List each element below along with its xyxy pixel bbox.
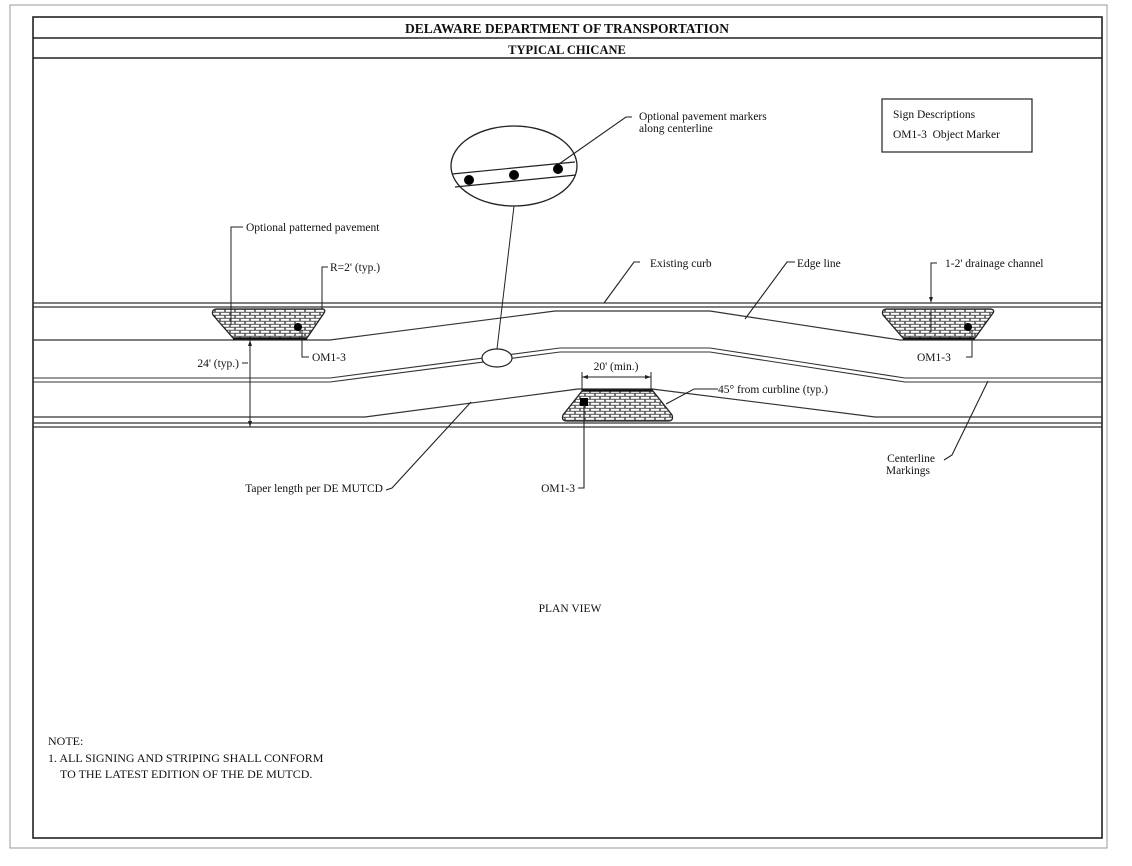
object-marker-left: [294, 323, 302, 331]
leader-line: [744, 261, 795, 320]
pavement-marker-dot: [464, 175, 474, 185]
callout-om1-3-center: OM1-3: [541, 483, 575, 495]
pavement-marker-detail: [450, 116, 632, 368]
callout-lane-width: 24' (typ.): [197, 358, 239, 370]
note-line-2: TO THE LATEST EDITION OF THE DE MUTCD.: [60, 767, 312, 781]
page-border: [9, 4, 1108, 849]
detail-leader: [496, 205, 515, 350]
pavement-marker-dot: [509, 170, 519, 180]
callout-radius: R=2' (typ.): [330, 262, 380, 274]
leader-line: [603, 261, 640, 304]
dimension-arrow: [248, 421, 252, 427]
callout-taper: Taper length per DE MUTCD: [245, 483, 383, 495]
centerline-marking: [33, 347, 1102, 379]
leader-line: [558, 116, 632, 165]
upper-edge-line: [33, 310, 1102, 341]
roadway: [33, 302, 1102, 428]
leader-line: [966, 330, 973, 358]
callout-centerline-2: Markings: [886, 465, 931, 477]
dimension-arrow: [582, 375, 588, 379]
legend-box: [881, 98, 1033, 153]
callout-centerline: Centerline: [887, 453, 935, 465]
detail-location-ellipse: [481, 348, 513, 368]
leader-line: [385, 401, 472, 491]
legend-entry: OM1-3 Object Marker: [893, 129, 1000, 141]
callout-pavement-markers-2: along centerline: [639, 123, 713, 135]
leader-line: [321, 266, 328, 309]
sheet-subtitle: TYPICAL CHICANE: [508, 43, 626, 57]
chicane-island-center: [561, 390, 674, 422]
callout-edge-line: Edge line: [797, 258, 841, 270]
callout-patterned-pavement: Optional patterned pavement: [246, 222, 380, 234]
leader-line: [930, 262, 937, 302]
callout-pavement-markers: Optional pavement markers: [639, 111, 767, 123]
leader-line: [943, 380, 989, 461]
leader-line: [665, 388, 718, 405]
legend-heading: Sign Descriptions: [893, 109, 976, 121]
sheet-title: DELAWARE DEPARTMENT OF TRANSPORTATION: [405, 21, 729, 36]
centerline-marking: [33, 351, 1102, 383]
callout-om1-3-right: OM1-3: [917, 352, 951, 364]
dimension-arrow: [248, 340, 252, 346]
leader-arrow: [929, 297, 933, 303]
lower-edge-line: [33, 388, 1102, 418]
callout-existing-curb: Existing curb: [650, 258, 712, 270]
chicane-island-right: [881, 308, 995, 339]
leader-line: [230, 226, 243, 325]
object-marker-right: [964, 323, 972, 331]
pavement-marker-dot: [553, 164, 563, 174]
callout-angle: 45° from curbline (typ.): [718, 384, 828, 396]
note-line-1: 1. ALL SIGNING AND STRIPING SHALL CONFOR…: [48, 751, 324, 765]
detail-centerline: [451, 161, 576, 175]
notes-heading: NOTE:: [48, 734, 83, 748]
chicane-island-left: [211, 308, 326, 339]
sign-legend: Sign Descriptions OM1-3 Object Marker: [881, 98, 1033, 153]
callout-om1-3-left: OM1-3: [312, 352, 346, 364]
detail-centerline: [454, 174, 577, 188]
callout-min-length: 20' (min.): [594, 361, 639, 373]
leader-line: [578, 404, 585, 489]
dimension-arrow: [645, 375, 651, 379]
view-label: PLAN VIEW: [539, 603, 602, 615]
callout-drainage-channel: 1-2' drainage channel: [945, 258, 1044, 270]
leader-line: [301, 330, 309, 358]
object-marker-center: [580, 398, 588, 406]
